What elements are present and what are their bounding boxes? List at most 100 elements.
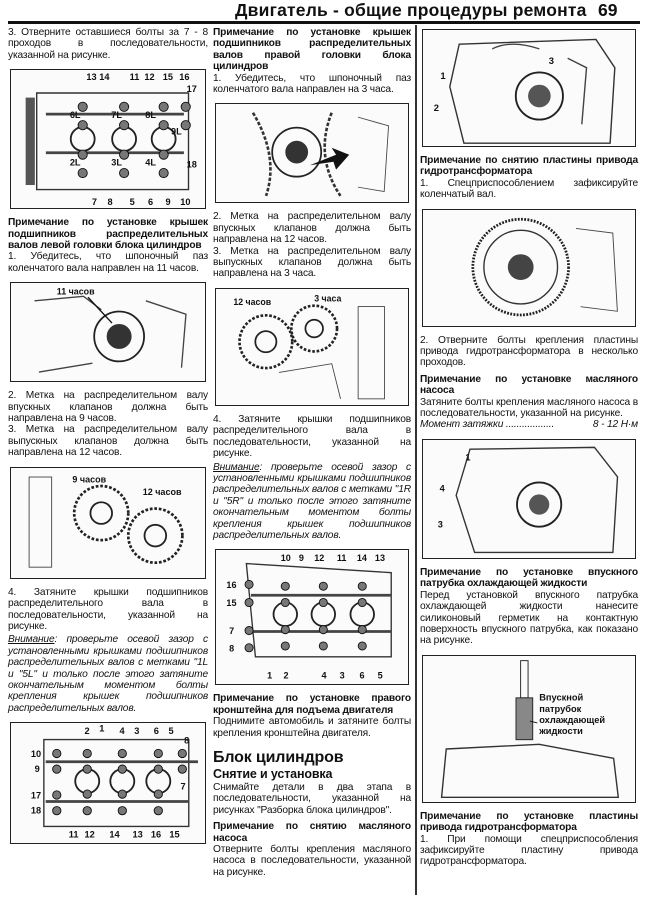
paragraph: Поднимите автомобиль и затяните болты кр… [213, 716, 411, 739]
callout: 11 [130, 72, 140, 82]
callout: 6 [360, 671, 365, 681]
paragraph: 1. Убедитесь, что шпоночный паз коленчат… [213, 72, 411, 96]
camshaft-sprockets-drawing: 12 часов 3 часа [233, 293, 385, 400]
callout: 6 [148, 197, 153, 207]
callout: 3 [340, 671, 345, 681]
cap-mark: 4L [145, 158, 156, 168]
chapter-title: Двигатель - общие процедуры ремонта [235, 0, 587, 20]
callout: 7 [92, 197, 97, 207]
camshaft-sprockets-drawing: 9 часов 12 часов [28, 474, 184, 568]
warning-label: Внимание [213, 461, 260, 473]
left-note-camshaft-caps: Примечание по установке крышек подшипник… [8, 217, 208, 274]
callout: 14 [109, 830, 120, 840]
cap-mark: 3L [111, 158, 122, 168]
callout: 16 [226, 580, 236, 590]
callout: 9 часов [72, 474, 106, 484]
paragraph: 2. Отверните болты крепления пластины пр… [420, 334, 638, 369]
paragraph: 1. При помощи спецприспособления зафикси… [420, 833, 638, 868]
callout: 14 [357, 553, 367, 563]
header-rule [8, 21, 640, 24]
section-heading: Блок цилиндров [213, 748, 344, 766]
callout: 5 [130, 197, 135, 207]
oil-pump-drawing: 1 2 3 [434, 38, 616, 144]
warning: Внимание: проверьте осевой зазор с устан… [8, 634, 208, 714]
figure-right-crankshaft-key [215, 103, 409, 204]
callout: 2 [283, 671, 288, 681]
paragraph: 4. Затяните крышки подшипников распредел… [8, 586, 208, 632]
callout: Впускной [539, 692, 583, 702]
callout: 12 [84, 830, 94, 840]
left-step4-warning: 4. Затяните крышки подшипников распредел… [8, 587, 208, 714]
callout: 18 [187, 160, 197, 170]
callout: 8 [108, 197, 113, 207]
callout: 1 [99, 723, 104, 733]
right-plate-install-note: Примечание по установке пластины привода… [420, 811, 638, 868]
note-title: Примечание по установке пластины привода… [420, 810, 638, 834]
right-column: 1 2 3 Примечание по снятию пластины прив… [420, 27, 638, 874]
left-steps-2-3: 2. Метка на распределительном валу впуск… [8, 390, 208, 458]
callout: 10 [281, 553, 291, 563]
middle-column: Примечание по установке крышек подшипник… [213, 27, 411, 884]
callout: 1 [465, 452, 470, 462]
callout: 12 [314, 553, 324, 563]
callout: 3 [549, 55, 554, 66]
callout: 11 [69, 830, 79, 840]
callout: 18 [31, 806, 41, 816]
callout: 2 [84, 726, 89, 736]
torque-value: 8 - 12 Н·м [592, 419, 638, 431]
cap-mark: 2L [70, 158, 81, 168]
page-number: 69 [598, 0, 618, 20]
left-step3: 3. Отверните оставшиеся болты за 7 - 8 п… [8, 27, 208, 61]
paragraph: 1. Спецприспособлением зафиксируйте коле… [420, 177, 638, 201]
callout: 17 [187, 84, 197, 94]
note-title: Примечание по снятию пластины привода ги… [420, 155, 638, 178]
warning: Внимание: проверьте осевой зазор с устан… [213, 462, 411, 542]
right-inlet-note: Примечание по установке впускного патруб… [420, 567, 638, 647]
oil-pump-drawing: 1 3 4 [438, 446, 619, 554]
paragraph: 4. Затяните крышки подшипников распредел… [213, 413, 411, 460]
callout: 11 [337, 553, 347, 563]
callout: 12 [144, 72, 154, 82]
figure-right-camshaft-marks: 12 часов 3 часа [215, 287, 409, 406]
cap-mark: 8L [145, 110, 156, 120]
callout: 10 [31, 749, 41, 759]
figure-right-head-install: 10 9 12 11 14 13 16 15 7 8 1 2 4 3 6 5 [215, 549, 409, 686]
callout: 6 [154, 726, 159, 736]
figure-drive-plate [422, 208, 636, 327]
callout: 8 [229, 644, 234, 654]
coolant-inlet-drawing: Впускной патрубок охлаждающей жидкости [440, 659, 620, 798]
callout: 9 [299, 553, 304, 563]
figure-coolant-inlet: Впускной патрубок охлаждающей жидкости [422, 654, 636, 803]
callout: 9 [35, 764, 40, 774]
right-plate-pump-notes: 2. Отверните болты крепления пластины пр… [420, 335, 638, 431]
callout: 7 [229, 627, 234, 637]
paragraph: 3. Метка на распределительном валу выпус… [8, 424, 208, 459]
torque-label: Момент затяжки .................. [420, 419, 555, 431]
paragraph: 1. Убедитесь, что шпоночный паз коленчат… [8, 251, 208, 274]
cap-mark: 7L [111, 110, 122, 120]
figure-oil-pump-removal: 1 2 3 [422, 29, 636, 147]
column-divider [415, 25, 417, 895]
callout: 9 [166, 197, 171, 207]
figure-left-camshaft-marks: 9 часов 12 часов [10, 466, 206, 579]
note-title: Примечание по установке правого кронштей… [213, 693, 411, 716]
note-title: Примечание по снятию масляного насоса [213, 821, 411, 844]
callout: 12 часов [143, 487, 182, 497]
cap-mark: 9L [171, 127, 182, 137]
paragraph: 2. Метка на распределительном валу впуск… [213, 211, 411, 246]
paragraph: Перед установкой впускного патрубка охла… [420, 589, 638, 647]
callout: 12 часов [233, 297, 271, 307]
warning-text: : проверьте осевой зазор с установленным… [213, 461, 411, 541]
callout: 4 [322, 671, 327, 681]
paragraph: 2. Метка на распределительном валу впуск… [8, 390, 208, 425]
cylinder-head-drawing: 2 1 4 3 6 5 8 10 9 7 17 18 11 12 14 13 1… [31, 723, 198, 840]
warning-label: Внимание [8, 634, 55, 646]
callout: жидкости [538, 726, 583, 736]
callout: охлаждающей [539, 715, 605, 725]
callout: 1 [440, 70, 445, 81]
callout: 3 часа [314, 293, 341, 303]
subsection-heading: Снятие и установка [213, 766, 333, 781]
paragraph: Снимайте детали в два этапа в последоват… [213, 781, 411, 816]
middle-bracket-note: Примечание по установке правого кронштей… [213, 693, 411, 739]
callout: 15 [163, 72, 173, 82]
